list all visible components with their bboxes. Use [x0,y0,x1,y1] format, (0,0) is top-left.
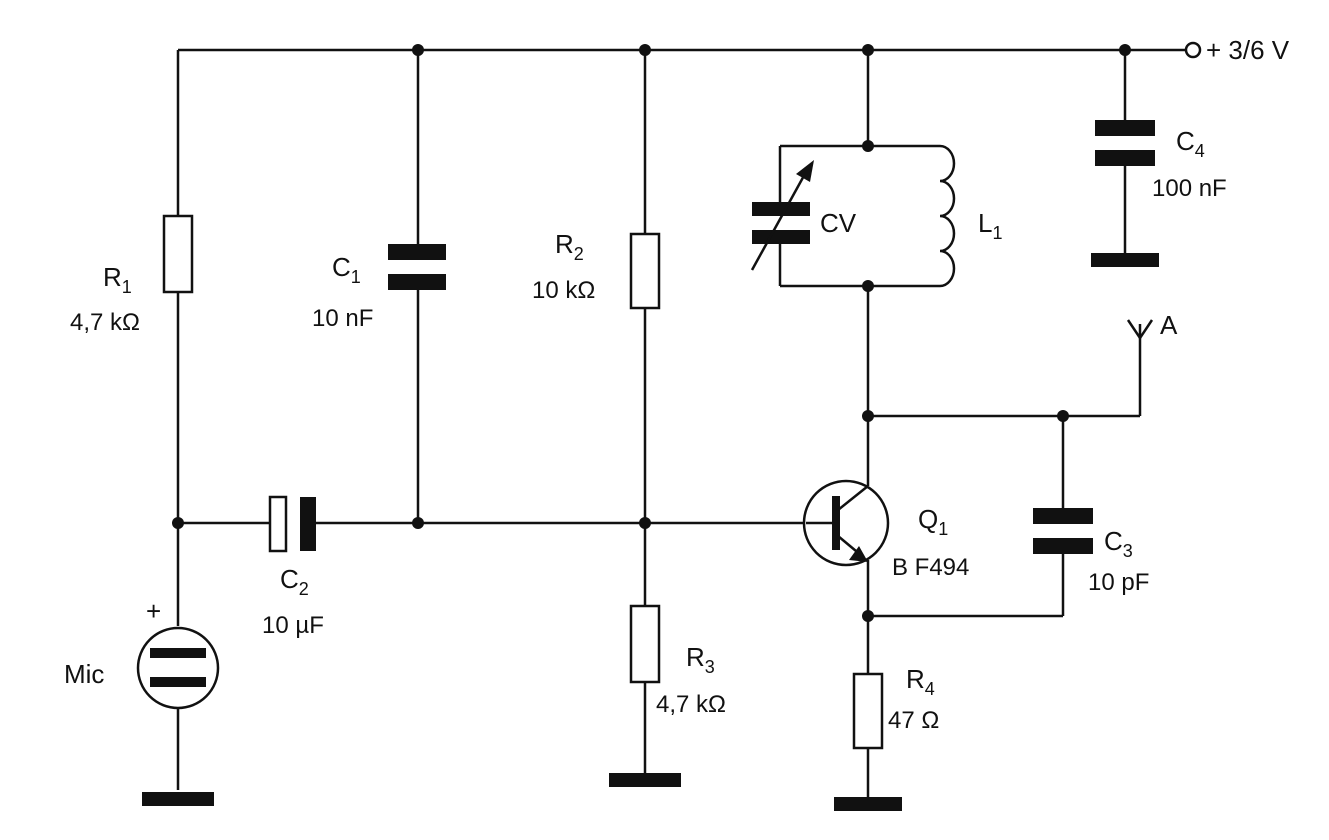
transistor-q1 [802,416,890,674]
c2-value: 10 µF [262,612,324,639]
c4-label: C4 [1176,126,1205,161]
mic-label: Mic [64,659,104,689]
r2-r3-branch [609,50,681,787]
q1-label: Q1 [918,504,948,539]
r3-value: 4,7 kΩ [656,691,726,718]
r4-branch [834,672,902,811]
c2-label: C2 [280,564,309,599]
antenna-label: A [1160,310,1178,340]
cv-label: CV [820,208,857,238]
capacitor-c1 [388,50,446,523]
capacitor-c2 [178,495,418,553]
c1-label: C1 [332,252,361,287]
q1-value: B F494 [892,554,969,581]
r2-label: R2 [555,229,584,264]
ground-mic [142,792,214,806]
capacitor-c4 [1095,120,1155,136]
r4-value: 47 Ω [888,707,939,734]
mic-polarity: + [146,596,161,626]
microphone [136,626,220,806]
ground-r4 [834,797,902,811]
capacitor-c3 [1033,508,1093,524]
c3-label: C3 [1104,526,1133,561]
variable-capacitor-cv [752,202,810,216]
r1-branch [162,50,194,626]
r3-label: R3 [686,642,715,677]
c1-value: 10 nF [312,305,373,332]
c4-value: 100 nF [1152,175,1227,202]
tank-circuit [750,50,956,416]
ground-r3 [609,773,681,787]
l1-label: L1 [978,208,1002,243]
c3-value: 10 pF [1088,569,1149,596]
resistor-r4 [852,672,884,750]
resistor-r3 [629,604,661,684]
antenna-icon [1126,319,1154,341]
collector-node [868,319,1154,618]
r2-value: 10 kΩ [532,277,595,304]
resistor-r2 [629,232,661,310]
r4-label: R4 [906,664,935,699]
supply-rail: + 3/6 V [178,35,1290,65]
r1-value: 4,7 kΩ [70,309,140,336]
r1-label: R1 [103,262,132,297]
supply-label: + 3/6 V [1206,35,1290,65]
ground-c4 [1091,253,1159,267]
junction-dots [172,44,1131,622]
resistor-r1 [162,214,194,294]
inductor-l1 [939,144,956,288]
capacitor-c4-branch [1091,50,1159,267]
